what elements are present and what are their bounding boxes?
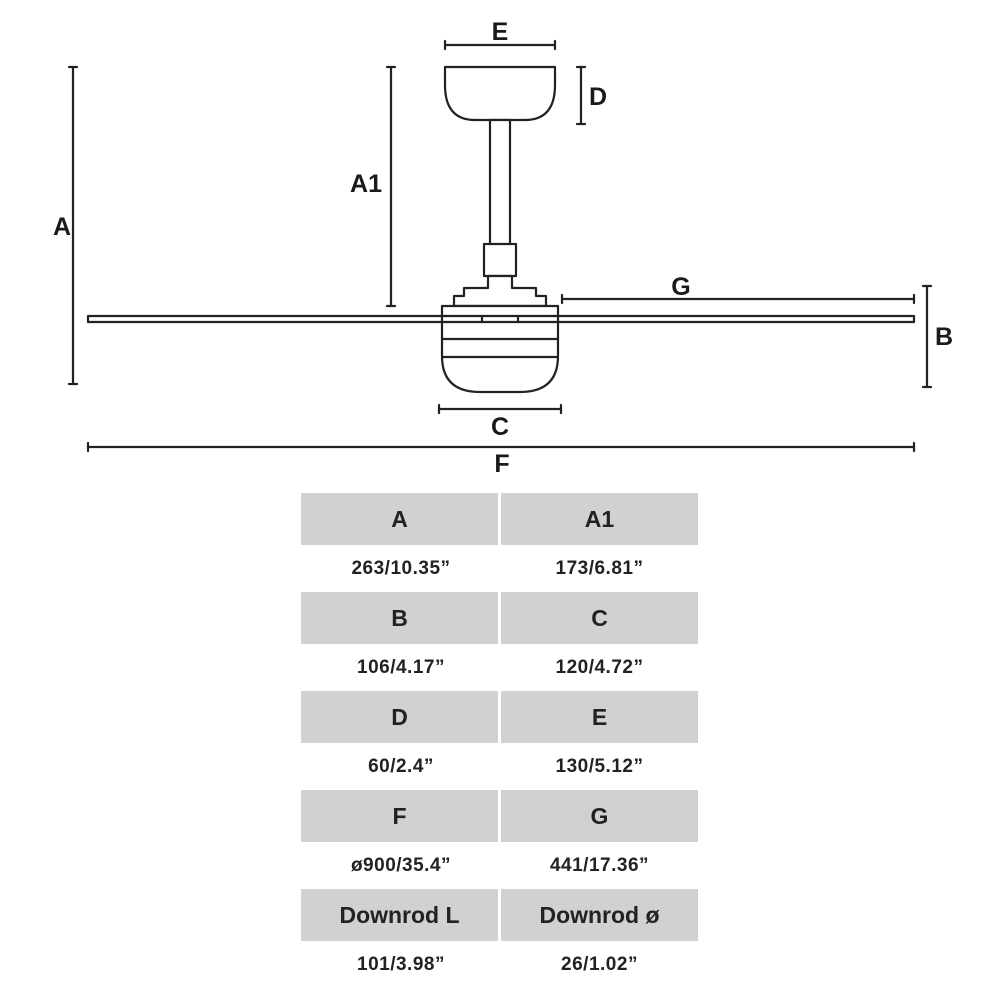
value-cell: 101/3.98” bbox=[357, 953, 445, 975]
label-e: E bbox=[492, 18, 509, 46]
label-g: G bbox=[671, 273, 690, 301]
table-header-row: Downrod L Downrod ø bbox=[301, 889, 698, 941]
value-cell: 130/5.12” bbox=[555, 755, 644, 777]
header-cell: F bbox=[301, 790, 501, 842]
table-header-row: A A1 bbox=[301, 493, 698, 545]
header-cell: C bbox=[501, 592, 698, 644]
motor-body bbox=[440, 304, 560, 394]
table-value-row: ø900/35.4” 441/17.36” bbox=[301, 842, 698, 889]
dimension-a bbox=[67, 65, 79, 386]
header-cell: Downrod L bbox=[301, 889, 501, 941]
header-cell: Downrod ø bbox=[501, 889, 698, 941]
value-cell: 120/4.72” bbox=[555, 656, 644, 678]
header-cell: E bbox=[501, 691, 698, 743]
label-d: D bbox=[589, 83, 607, 111]
label-a1: A1 bbox=[350, 170, 382, 198]
downrod bbox=[488, 118, 512, 247]
left-blade bbox=[86, 314, 450, 324]
canopy bbox=[443, 65, 557, 122]
value-cell: ø900/35.4” bbox=[350, 854, 452, 876]
header-cell: G bbox=[501, 790, 698, 842]
value-cell: 106/4.17” bbox=[357, 656, 445, 678]
dimension-e bbox=[443, 39, 557, 51]
ceiling-fan-dimension-diagram: A A1 E D G B C F bbox=[53, 18, 953, 478]
table-header-row: F G bbox=[301, 790, 698, 842]
table-header-row: D E bbox=[301, 691, 698, 743]
dimension-c bbox=[437, 403, 563, 415]
right-blade bbox=[550, 314, 916, 324]
dimension-b bbox=[921, 284, 933, 389]
header-cell: A bbox=[301, 493, 501, 545]
header-cell: B bbox=[301, 592, 501, 644]
dimension-table: A A1 263/10.35” 173/6.81” B C 106/4.17” … bbox=[301, 493, 698, 988]
header-cell: D bbox=[301, 691, 501, 743]
label-b: B bbox=[935, 323, 953, 351]
table-value-row: 263/10.35” 173/6.81” bbox=[301, 545, 698, 592]
value-cell: 60/2.4” bbox=[368, 755, 434, 777]
dimension-d bbox=[575, 65, 587, 126]
dimension-g bbox=[560, 293, 916, 305]
table-value-row: 106/4.17” 120/4.72” bbox=[301, 644, 698, 691]
table-header-row: B C bbox=[301, 592, 698, 644]
dimension-a1 bbox=[385, 65, 397, 308]
value-cell: 263/10.35” bbox=[351, 557, 451, 579]
coupler bbox=[482, 242, 518, 278]
value-cell: 441/17.36” bbox=[549, 854, 650, 876]
table-value-row: 101/3.98” 26/1.02” bbox=[301, 941, 698, 988]
value-cell: 173/6.81” bbox=[555, 557, 644, 579]
label-f: F bbox=[494, 450, 509, 478]
label-a: A bbox=[53, 213, 71, 241]
label-c: C bbox=[491, 413, 509, 441]
header-cell: A1 bbox=[501, 493, 698, 545]
value-cell: 26/1.02” bbox=[561, 953, 638, 975]
motor-top bbox=[452, 274, 548, 308]
dimension-f bbox=[86, 441, 916, 453]
table-value-row: 60/2.4” 130/5.12” bbox=[301, 743, 698, 790]
